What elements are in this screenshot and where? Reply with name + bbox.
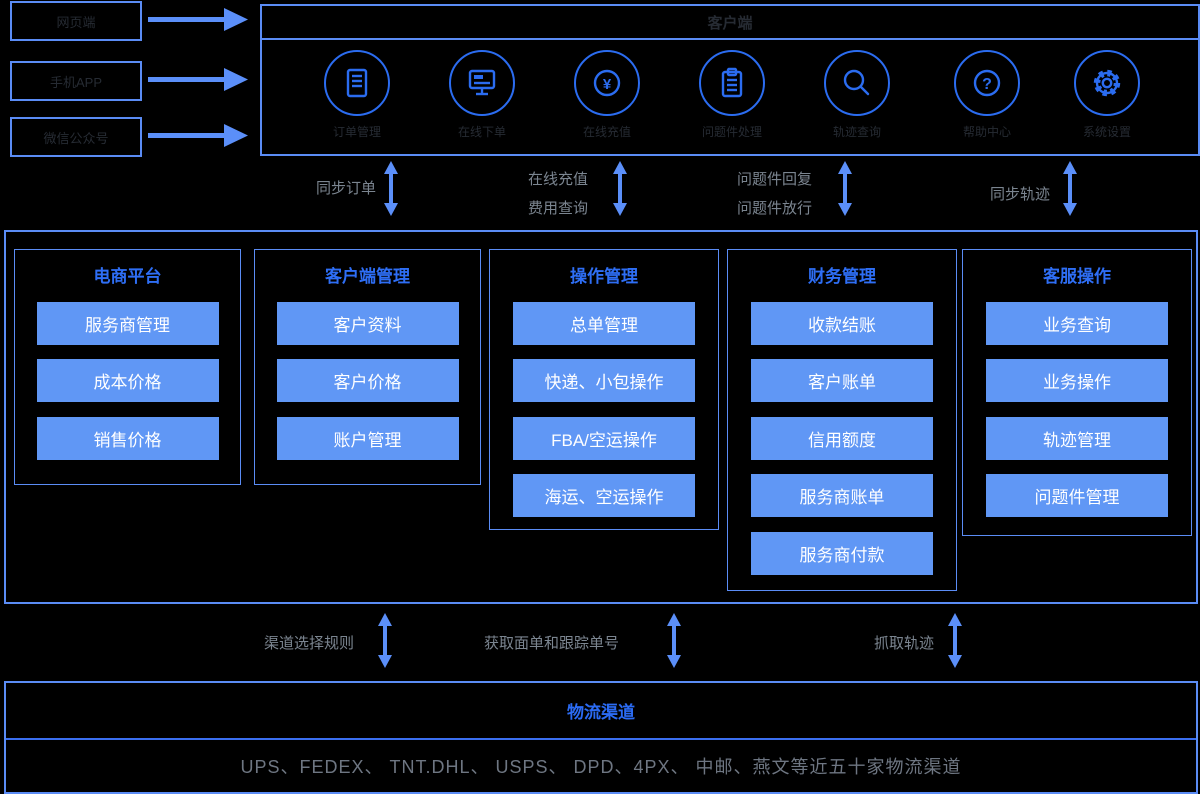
column-title: 客服操作 (1043, 267, 1111, 286)
problem-shipment-icon (721, 67, 743, 98)
column-title: 操作管理 (570, 267, 638, 286)
settings-icon (1093, 69, 1121, 97)
source-label: 手机APP (49, 74, 102, 90)
erp-item: 销售价格 (36, 417, 219, 460)
connector-label-online-recharge: 在线充值 (528, 171, 589, 188)
column-client-management: 客户端管理 客户资料 客户价格 账户管理 (254, 249, 481, 485)
double-arrow-icon (1063, 161, 1077, 216)
channels-title: 物流渠道 (567, 702, 635, 722)
double-arrow-icon (838, 161, 852, 216)
module-problem-shipment: 问题件处理 (677, 50, 787, 140)
erp-item: 海运、空运操作 (513, 474, 695, 517)
double-arrow-icon (948, 613, 962, 668)
column-title: 财务管理 (808, 267, 876, 286)
help-icon: ? (973, 69, 1001, 97)
erp-item: 业务查询 (986, 302, 1168, 345)
column-operation-management: 操作管理 总单管理 快递、小包操作 FBA/空运操作 海运、空运操作 (489, 249, 719, 530)
module-online-order: 在线下单 (427, 50, 537, 140)
module-settings: 系统设置 (1052, 50, 1162, 140)
module-label: 订单管理 (332, 125, 381, 139)
erp-item: 总单管理 (513, 302, 695, 345)
portal-title: 客户端 (262, 6, 1198, 40)
erp-item: 客户价格 (276, 359, 459, 402)
erp-item: 服务商管理 (36, 302, 219, 345)
module-label: 在线下单 (457, 125, 506, 139)
module-label: 在线充值 (582, 125, 631, 139)
erp-item: 账户管理 (276, 417, 459, 460)
erp-item: 快递、小包操作 (513, 359, 695, 402)
track-search-icon (843, 69, 870, 96)
right-arrow-icon (148, 8, 248, 31)
double-arrow-icon (384, 161, 398, 216)
connector-label-get-labels: 获取面单和跟踪单号 (484, 635, 620, 652)
svg-text:¥: ¥ (603, 76, 612, 93)
column-customer-service: 客服操作 业务查询 业务操作 轨迹管理 问题件管理 (962, 249, 1192, 536)
connector-label-sync-orders: 同步订单 (316, 180, 377, 197)
connector-label-channel-rules: 渠道选择规则 (264, 635, 355, 652)
svg-text:?: ? (982, 76, 992, 93)
connector-label-problem-reply: 问题件回复 (737, 171, 813, 188)
connector-label-fee-query: 费用查询 (528, 200, 589, 217)
source-box-app: 手机APP (10, 61, 142, 101)
source-label: 网页端 (56, 14, 96, 30)
module-label: 帮助中心 (962, 125, 1011, 139)
client-portal-panel: 客户端 订单管理 (260, 4, 1200, 156)
source-label: 微信公众号 (43, 130, 109, 146)
erp-core-panel: 电商平台 服务商管理 成本价格 销售价格 客户端管理 客户资料 客户价格 账户管… (4, 230, 1198, 604)
double-arrow-icon (613, 161, 627, 216)
erp-item: 服务商付款 (751, 532, 933, 575)
erp-item: 服务商账单 (751, 474, 933, 517)
double-arrow-icon (667, 613, 681, 668)
column-ecommerce-platform: 电商平台 服务商管理 成本价格 销售价格 (14, 249, 241, 485)
recharge-icon: ¥ (593, 69, 621, 97)
erp-item: 信用额度 (751, 417, 933, 460)
erp-item: 客户账单 (751, 359, 933, 402)
carriers-list: UPS、FEDEX、 TNT.DHL、 USPS、 DPD、4PX、 中邮、燕文… (240, 757, 962, 777)
divider (6, 738, 1196, 740)
erp-item: 客户资料 (276, 302, 459, 345)
logistics-channels-panel: 物流渠道 UPS、FEDEX、 TNT.DHL、 USPS、 DPD、4PX、 … (4, 681, 1198, 794)
column-title: 电商平台 (93, 267, 162, 286)
source-box-wechat: 微信公众号 (10, 117, 142, 157)
connector-label-problem-release: 问题件放行 (737, 200, 813, 217)
erp-item: FBA/空运操作 (513, 417, 695, 460)
module-label: 系统设置 (1082, 125, 1131, 139)
right-arrow-icon (148, 124, 248, 147)
column-finance-management: 财务管理 收款结账 客户账单 信用额度 服务商账单 服务商付款 (727, 249, 957, 591)
erp-item: 成本价格 (36, 359, 219, 402)
erp-item: 问题件管理 (986, 474, 1168, 517)
connector-label-sync-track: 同步轨迹 (990, 186, 1051, 203)
erp-item: 业务操作 (986, 359, 1168, 402)
module-track-search: 轨迹查询 (802, 50, 912, 140)
double-arrow-icon (378, 613, 392, 668)
module-label: 问题件处理 (701, 125, 762, 139)
erp-item: 收款结账 (751, 302, 933, 345)
online-order-icon (468, 69, 496, 96)
module-recharge: ¥ 在线充值 (552, 50, 662, 140)
order-list-icon (346, 68, 368, 98)
module-label: 轨迹查询 (832, 125, 881, 139)
source-box-web: 网页端 (10, 1, 142, 41)
column-title: 客户端管理 (325, 267, 410, 286)
module-help-center: ? 帮助中心 (932, 50, 1042, 140)
module-order-management: 订单管理 (302, 50, 412, 140)
right-arrow-icon (148, 68, 248, 91)
erp-item: 轨迹管理 (986, 417, 1168, 460)
connector-label-fetch-track: 抓取轨迹 (874, 635, 935, 652)
